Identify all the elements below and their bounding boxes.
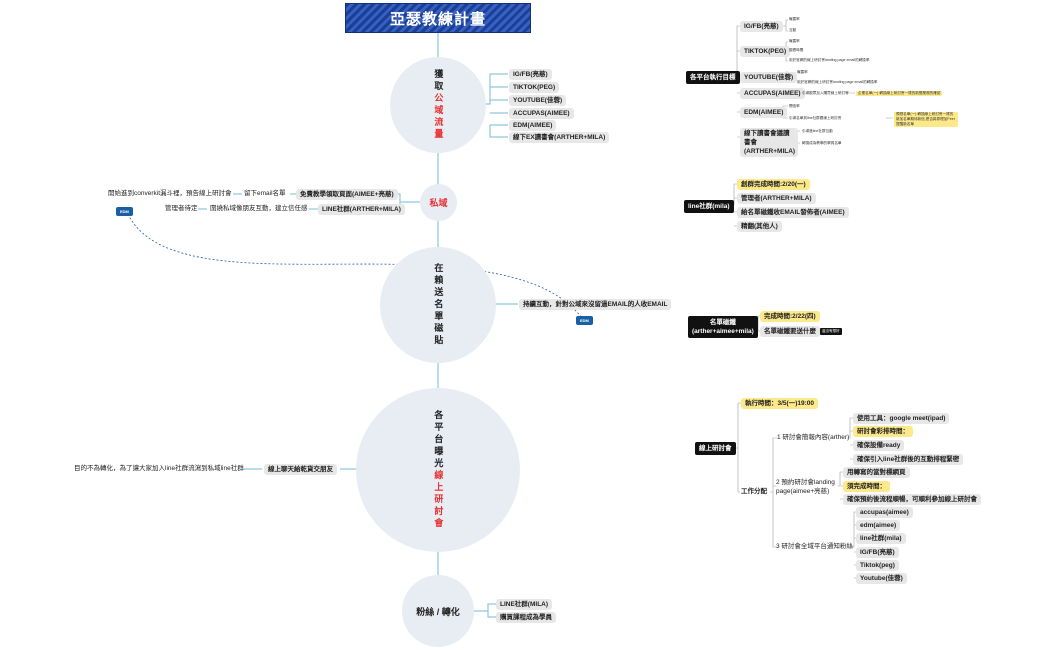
page-title: 亞瑟教練計畫: [345, 3, 531, 33]
private-note: 管理者待定: [165, 205, 198, 212]
webinar-group[interactable]: 1 研討會簡報內容(arther): [777, 434, 850, 441]
node-platform-exposure[interactable]: 各平台曝光線上研討會: [356, 388, 520, 552]
line-group-item[interactable]: 管理者(ARTHER+MILA): [737, 193, 816, 204]
webinar-division: 工作分配: [741, 488, 767, 495]
goal-sub: 引導觀眾加入購買線上研討會: [802, 91, 849, 95]
webinar-root[interactable]: 線上研討會: [695, 442, 736, 455]
private-free-lesson-page[interactable]: 免費教學領取頁面(AIMEE+亮慈): [296, 189, 398, 200]
fans-item[interactable]: 購買課程成為學員: [496, 612, 556, 623]
goal-sub: 曝露率: [797, 70, 808, 74]
webinar-time[interactable]: 執行時間：3/5(一)19:00: [741, 398, 818, 409]
webinar-g1-item[interactable]: 研討會彩排時間：: [853, 426, 913, 437]
node-label: 獲取公域流量: [433, 69, 444, 141]
webinar-g2-item[interactable]: 確保預約後流程順暢，可順利參加線上研討會: [843, 494, 981, 505]
webinar-g2-item[interactable]: 須完成時間：: [843, 481, 890, 492]
public-item[interactable]: YOUTUBE(佳蓉): [509, 95, 567, 106]
public-item[interactable]: 線下EX讀書會(ARTHER+MILA): [509, 132, 610, 143]
goal-sub: 曝露率: [789, 39, 800, 43]
goal-note: 企業名單(一) 轉換線上研討會一樣的新聞業務的確認: [856, 91, 943, 96]
goal-item[interactable]: TIKTOK(PEG): [740, 46, 791, 57]
magnet-root[interactable]: 名單磁鐵(arther+aimee+mila): [688, 316, 758, 338]
node-label: 私域: [429, 198, 448, 208]
private-line-group[interactable]: LINE社群(ARTHER+MILA): [318, 204, 405, 215]
webinar-g1-item[interactable]: 確保設備ready: [853, 440, 905, 451]
goal-sub: 用於官網的線上研討會landing page email的轉換率: [797, 80, 878, 84]
webinar-g1-item[interactable]: 確保引入line社群後的互動排程緊密: [853, 454, 964, 465]
webinar-g1-item[interactable]: 使用工具：google meet(ipad): [853, 413, 950, 424]
exposure-note-detail: 目的不為轉化，為了讓大家加入line社群流瀉到私域line社群: [74, 465, 244, 472]
line-group-item[interactable]: 創群完成時間:2/20(一): [737, 179, 810, 190]
node-private-domain[interactable]: 私域: [420, 184, 457, 221]
goal-item[interactable]: 線下讀書會議讀書會(ARTHER+MILA): [740, 128, 798, 157]
goal-item[interactable]: ACCUPAS(AIMEE): [740, 88, 805, 99]
goal-item[interactable]: EDM(AIMEE): [740, 107, 788, 118]
private-note: 留下email名單: [244, 190, 286, 197]
public-item[interactable]: EDM(AIMEE): [509, 120, 557, 131]
public-item[interactable]: IG/FB(亮慈): [509, 69, 552, 80]
node-fans-conversion[interactable]: 粉絲 / 轉化: [402, 575, 474, 647]
goal-note: 預想名單(一) 轉換線上研討會一樣的新加名單期待新信,是否將原理加Peer提醒新…: [894, 112, 958, 127]
goal-item[interactable]: YOUTUBE(佳蓉): [740, 72, 798, 83]
webinar-g2-item[interactable]: 用轉寫的當對標網頁: [843, 467, 910, 478]
webinar-g3-item[interactable]: Tiktok(peg): [856, 560, 899, 571]
magnet-item[interactable]: 名單磁鐵要送什麼: [760, 326, 820, 337]
webinar-g3-item[interactable]: accupas(aimee): [856, 507, 913, 518]
node-acquire-public-traffic[interactable]: 獲取公域流量: [390, 57, 486, 153]
magnet-tag: 還沒有想好: [820, 328, 842, 335]
webinar-g3-item[interactable]: IG/FB(亮慈): [856, 547, 899, 558]
platform-goals-root[interactable]: 各平台執行目標: [686, 71, 740, 84]
webinar-g3-item[interactable]: line社群(mila): [856, 533, 906, 544]
goal-sub: 引導名單到line社群跟線上研討會: [789, 116, 842, 120]
private-note: 開始進到converkit漏斗裡，預告線上研討會: [108, 190, 232, 197]
goal-sub: 觀看時間: [789, 48, 804, 52]
goal-sub: 開信率: [789, 104, 800, 108]
webinar-group[interactable]: 2 預約研討會landing page(aimee+亮慈): [776, 479, 835, 495]
goal-sub: 互動: [789, 28, 797, 32]
line-group-item[interactable]: 精翻(其他人): [737, 221, 782, 232]
line-group-item[interactable]: 給名單磁鐵收EMAIL發佈者(AIMEE): [737, 207, 849, 218]
goal-sub: 用於官網的線上研討會landing page email的轉換率: [789, 58, 870, 62]
goal-sub: 引導進line社群互動: [802, 129, 833, 133]
private-note: 圍繞私域像朋友互動，建立信任感: [210, 205, 308, 212]
node-list-magnet[interactable]: 在賴送名單磁貼: [380, 247, 496, 363]
magnet-item[interactable]: 完成時間:2/22(四): [760, 311, 820, 322]
edm-tag[interactable]: EDM: [116, 207, 133, 216]
exposure-note[interactable]: 線上聊天給乾貨交朋友: [264, 464, 337, 475]
public-item[interactable]: TIKTOK(PEG): [509, 82, 560, 93]
magnet-note[interactable]: 持續互動，針對公域來沒留過EMAIL的人收EMAIL: [519, 299, 672, 310]
edm-tag[interactable]: EDM: [576, 316, 593, 325]
goal-sub: 轉換成為教學的學員名單: [802, 141, 842, 145]
node-label: 粉絲 / 轉化: [416, 606, 460, 617]
goal-sub: 曝露率: [789, 17, 800, 21]
goal-item[interactable]: IG/FB(亮慈): [740, 21, 783, 32]
fans-item[interactable]: LINE社群(MILA): [496, 599, 553, 610]
webinar-g3-item[interactable]: Youtube(佳蓉): [856, 573, 907, 584]
public-item[interactable]: ACCUPAS(AIMEE): [509, 108, 574, 119]
webinar-group[interactable]: 3 研討會全域平台通知粉絲: [776, 543, 853, 550]
line-group-root[interactable]: line社群(mila): [684, 200, 734, 213]
node-label: 在賴送名單磁貼: [433, 263, 444, 347]
webinar-g3-item[interactable]: edm(aimee): [856, 520, 901, 531]
node-label: 各平台曝光線上研討會: [433, 410, 444, 530]
